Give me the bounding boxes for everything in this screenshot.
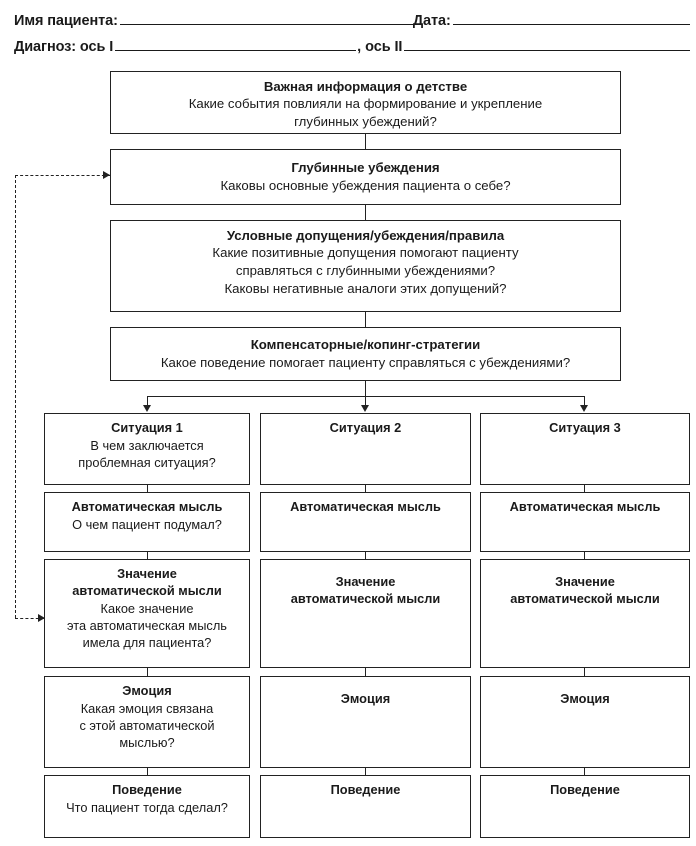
box-situation-3[interactable]: Ситуация 3 — [480, 413, 690, 485]
box-meaning-1-body-line2: эта автоматическая мысль — [67, 617, 227, 633]
arrow-to-situation-1 — [142, 405, 151, 412]
box-emotion-1-body-line2: с этой автоматической — [79, 718, 215, 734]
feedback-loop-bottom-segment — [15, 618, 44, 619]
box-automatic-thought-2-title: Автоматическая мысль — [290, 499, 441, 514]
box-coping-title: Компенсаторные/копинг-стратегии — [250, 337, 481, 353]
box-emotion-1-body-line1: Какая эмоция связана — [80, 700, 214, 716]
connector-childhood-to-core-beliefs — [365, 134, 366, 149]
box-automatic-thought-1[interactable]: Автоматическая мысль О чем пациент подум… — [44, 492, 250, 552]
box-situation-1-body-line2: проблемная ситуация? — [78, 455, 216, 471]
box-meaning-2-title-line1: Значение — [335, 574, 396, 589]
box-emotion-1-title: Эмоция — [122, 683, 172, 698]
connector-col3-meaning-to-emotion — [584, 668, 585, 676]
arrow-to-situation-2 — [360, 405, 369, 412]
connector-core-beliefs-to-assumptions — [365, 205, 366, 220]
box-behavior-2-title: Поведение — [330, 782, 401, 797]
connector-col2-emotion-to-behavior — [365, 768, 366, 775]
box-assumptions-body-line2: справляться с глубинными убеждениями? — [235, 263, 496, 279]
feedback-loop-left-segment — [15, 175, 16, 618]
box-assumptions-body-line1: Какие позитивные допущения помогают паци… — [212, 245, 519, 261]
box-situation-1[interactable]: Ситуация 1 В чем заключается проблемная … — [44, 413, 250, 485]
box-meaning-1[interactable]: Значение автоматической мысли Какое знач… — [44, 559, 250, 668]
connector-drop-col2 — [365, 396, 366, 406]
box-meaning-1-body-line1: Какое значение — [100, 600, 194, 616]
connector-col1-thought-to-meaning — [147, 552, 148, 559]
feedback-arrow-from-meaning-1 — [38, 613, 45, 622]
box-behavior-1-title: Поведение — [112, 782, 182, 797]
diagnosis-axis1-input[interactable] — [115, 36, 357, 51]
box-meaning-1-title-line1: Значение — [117, 566, 177, 581]
box-compensatory-coping-strategies[interactable]: Компенсаторные/копинг-стратегии Какое по… — [110, 327, 621, 381]
box-meaning-2[interactable]: Значение автоматической мысли — [260, 559, 471, 668]
box-situation-3-title: Ситуация 3 — [549, 420, 621, 435]
box-automatic-thought-2[interactable]: Автоматическая мысль — [260, 492, 471, 552]
box-emotion-3[interactable]: Эмоция — [480, 676, 690, 768]
box-automatic-thought-3-title: Автоматическая мысль — [509, 499, 661, 514]
box-assumptions-body-line3: Каковы негативные аналоги этих допущений… — [224, 280, 507, 296]
patient-name-label: Имя пациента: — [14, 13, 118, 29]
patient-name-input[interactable] — [119, 10, 413, 25]
box-conditional-assumptions[interactable]: Условные допущения/убеждения/правила Как… — [110, 220, 621, 312]
connector-assumptions-to-coping — [365, 312, 366, 327]
box-behavior-1-body-line1: Что пациент тогда сделал? — [66, 799, 228, 815]
feedback-arrow-to-core-beliefs — [103, 170, 110, 179]
box-automatic-thought-1-body-line1: О чем пациент подумал? — [72, 516, 222, 532]
box-behavior-3-title: Поведение — [550, 782, 620, 797]
box-meaning-3[interactable]: Значение автоматической мысли — [480, 559, 690, 668]
diagnosis-axis2-input[interactable] — [404, 36, 690, 51]
feedback-loop-top-segment — [15, 175, 110, 176]
box-core-beliefs-title: Глубинные убеждения — [291, 160, 440, 176]
connector-col2-situation-to-thought — [365, 485, 366, 492]
box-meaning-1-title-line2: автоматической мысли — [72, 582, 222, 598]
box-behavior-1[interactable]: Поведение Что пациент тогда сделал? — [44, 775, 250, 838]
box-childhood-title: Важная информация о детстве — [263, 79, 468, 94]
box-core-beliefs[interactable]: Глубинные убеждения Каковы основные убеж… — [110, 149, 621, 205]
connector-drop-col3 — [584, 396, 585, 406]
diagnosis-axis1-label: Диагноз: ось I — [14, 39, 114, 55]
connector-coping-stem — [365, 381, 366, 397]
box-childhood-information[interactable]: Важная информация о детстве Какие событи… — [110, 71, 621, 134]
connector-col3-emotion-to-behavior — [584, 768, 585, 775]
box-childhood-body-line2: глубинных убеждений? — [294, 114, 437, 130]
box-assumptions-title: Условные допущения/убеждения/правила — [226, 228, 505, 243]
date-label: Дата: — [412, 13, 451, 29]
connector-col2-thought-to-meaning — [365, 552, 366, 559]
box-situation-2-title: Ситуация 2 — [329, 420, 402, 435]
box-behavior-2[interactable]: Поведение — [260, 775, 471, 838]
box-automatic-thought-3[interactable]: Автоматическая мысль — [480, 492, 690, 552]
diagnosis-row: Диагноз: ось I , ось II — [14, 36, 690, 55]
box-core-beliefs-body-line1: Каковы основные убеждения пациента о себ… — [220, 177, 511, 193]
box-situation-2[interactable]: Ситуация 2 — [260, 413, 471, 485]
form-header: Имя пациента: Дата: Диагноз: ось I , ось… — [0, 0, 696, 64]
connector-col1-emotion-to-behavior — [147, 768, 148, 775]
box-emotion-2-title: Эмоция — [340, 691, 391, 706]
box-meaning-3-title-line1: Значение — [555, 574, 615, 589]
patient-name-row: Имя пациента: Дата: — [14, 10, 690, 29]
box-coping-body-line1: Какое поведение помогает пациенту справл… — [160, 354, 571, 370]
connector-col3-thought-to-meaning — [584, 552, 585, 559]
box-situation-1-title: Ситуация 1 — [111, 420, 183, 435]
box-meaning-1-body-line3: имела для пациента? — [82, 635, 212, 651]
connector-drop-col1 — [147, 396, 148, 406]
connector-col1-situation-to-thought — [147, 485, 148, 492]
connector-col3-situation-to-thought — [584, 485, 585, 492]
diagnosis-axis2-label: ось II — [365, 39, 403, 55]
box-emotion-1-body-line3: мыслью? — [119, 735, 175, 751]
box-emotion-1[interactable]: Эмоция Какая эмоция связана с этой автом… — [44, 676, 250, 768]
connector-col1-meaning-to-emotion — [147, 668, 148, 676]
box-emotion-2[interactable]: Эмоция — [260, 676, 471, 768]
box-emotion-3-title: Эмоция — [560, 691, 610, 706]
arrow-to-situation-3 — [579, 405, 588, 412]
box-childhood-body-line1: Какие события повлияли на формирование и… — [188, 96, 543, 112]
box-situation-1-body-line1: В чем заключается — [90, 437, 204, 453]
date-input[interactable] — [452, 10, 690, 25]
box-automatic-thought-1-title: Автоматическая мысль — [71, 499, 223, 514]
box-meaning-3-title-line2: автоматической мысли — [510, 590, 660, 606]
box-behavior-3[interactable]: Поведение — [480, 775, 690, 838]
connector-col2-meaning-to-emotion — [365, 668, 366, 676]
box-meaning-2-title-line2: автоматической мысли — [290, 590, 441, 606]
axis-separator: , — [357, 39, 362, 55]
